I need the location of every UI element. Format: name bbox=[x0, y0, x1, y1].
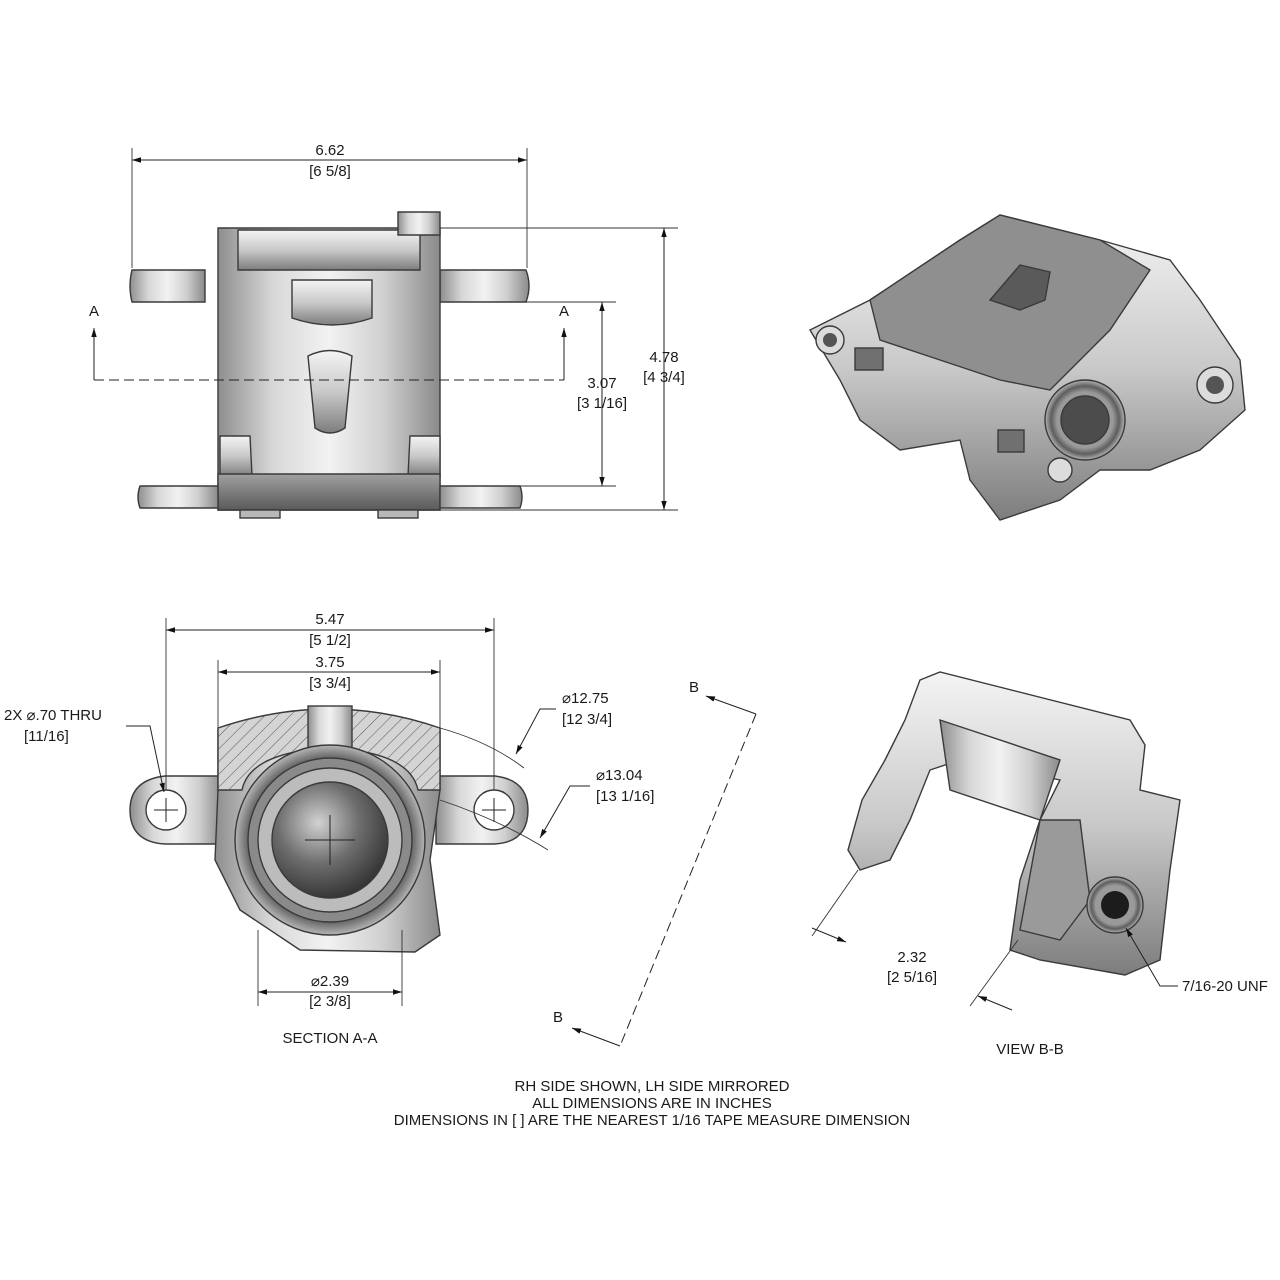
viewb-caption: VIEW B-B bbox=[996, 1041, 1064, 1058]
thread-callout: 7/16-20 UNF bbox=[1182, 978, 1268, 995]
iso-mount-hole-right-inner bbox=[1206, 376, 1224, 394]
lower-notch-left bbox=[219, 435, 253, 477]
iso-mount-hole-lower bbox=[1047, 457, 1073, 483]
bottom-tab-left bbox=[239, 509, 281, 519]
dia2-value: ⌀13.04 bbox=[596, 767, 643, 784]
view-b-mark-bottom: B bbox=[553, 1009, 563, 1026]
inner-span-value: 3.75 bbox=[315, 654, 344, 671]
top-flange-upper bbox=[129, 269, 206, 303]
general-notes: RH SIDE SHOWN, LH SIDE MIRRORED ALL DIME… bbox=[394, 1078, 911, 1129]
view-b-dashed bbox=[619, 713, 757, 1047]
isometric-view bbox=[809, 214, 1246, 521]
viewb-body bbox=[847, 671, 1181, 976]
slot-cutout bbox=[307, 349, 353, 434]
outer-span-fraction: [5 1/2] bbox=[309, 632, 351, 649]
inner-value: 3.07 bbox=[587, 375, 616, 392]
iso-slot bbox=[988, 264, 1051, 311]
section-port bbox=[307, 705, 353, 751]
inner-span-fraction: [3 3/4] bbox=[309, 675, 351, 692]
height-fraction: [4 3/4] bbox=[643, 369, 685, 386]
window-cutout bbox=[291, 279, 373, 326]
lower-notch-right bbox=[407, 435, 441, 477]
bottom-tab-right bbox=[377, 509, 419, 519]
hole-fraction: [11/16] bbox=[24, 728, 69, 745]
depth-fraction: [2 5/16] bbox=[887, 969, 937, 986]
depth-value: 2.32 bbox=[897, 949, 926, 966]
iso-bore-inner bbox=[1060, 395, 1110, 445]
view-b-b: 2.32 [2 5/16] 7/16-20 UNF VIEW B-B bbox=[811, 671, 1268, 1058]
section-mark-left: A bbox=[89, 303, 99, 320]
height-value: 4.78 bbox=[649, 349, 678, 366]
iso-pad-tab-right bbox=[997, 429, 1025, 453]
section-mark-right: A bbox=[559, 303, 569, 320]
bridge-tab bbox=[397, 211, 441, 236]
dia2-fraction: [13 1/16] bbox=[596, 788, 654, 805]
dia1-arc bbox=[439, 727, 525, 769]
piston-value: ⌀2.39 bbox=[311, 973, 349, 990]
dia1-leader bbox=[515, 708, 556, 755]
ext-depth-right bbox=[969, 939, 1019, 1007]
bottom-flange-left bbox=[137, 485, 219, 509]
thread-leader bbox=[1125, 927, 1178, 987]
width-value: 6.62 bbox=[315, 142, 344, 159]
ext-depth-left bbox=[811, 869, 859, 937]
width-fraction: [6 5/8] bbox=[309, 163, 351, 180]
section-a-a: 5.47 [5 1/2] 3.75 [3 3/4] 2X ⌀.70 THRU [… bbox=[4, 611, 654, 1047]
note-line-2: ALL DIMENSIONS ARE IN INCHES bbox=[532, 1095, 772, 1112]
dia1-fraction: [12 3/4] bbox=[562, 711, 612, 728]
iso-pad-tab-left bbox=[854, 347, 884, 371]
depth-left-arrow bbox=[811, 927, 847, 943]
iso-mount-hole-left-inner bbox=[823, 333, 837, 347]
view-b-top-leg bbox=[705, 695, 757, 715]
depth-right-arrow bbox=[977, 995, 1013, 1011]
view-b-bottom-leg bbox=[571, 1027, 621, 1047]
piston-fraction: [2 3/8] bbox=[309, 993, 351, 1010]
inner-fraction: [3 1/16] bbox=[577, 395, 627, 412]
hole-callout: 2X ⌀.70 THRU bbox=[4, 707, 102, 724]
viewb-side-boss bbox=[1019, 819, 1091, 941]
dia2-leader bbox=[539, 785, 590, 839]
view-line-b: B B bbox=[553, 679, 757, 1047]
bottom-band bbox=[217, 473, 441, 511]
section-caption: SECTION A-A bbox=[282, 1030, 377, 1047]
bottom-flange-right bbox=[439, 485, 523, 509]
cylinder-bore-top bbox=[237, 229, 421, 271]
hole-leader bbox=[126, 725, 165, 793]
note-line-1: RH SIDE SHOWN, LH SIDE MIRRORED bbox=[514, 1078, 789, 1095]
top-view: A A 6.62 [6 5/8] 4.78 [4 3/4] 3.07 [3 1/… bbox=[89, 142, 685, 519]
top-flange-upper-right bbox=[439, 269, 530, 303]
dia1-value: ⌀12.75 bbox=[562, 690, 609, 707]
dia2-arc bbox=[439, 799, 549, 851]
view-b-mark-top: B bbox=[689, 679, 699, 696]
bleeder-port-inner bbox=[1101, 891, 1129, 919]
outer-span-value: 5.47 bbox=[315, 611, 344, 628]
note-line-3: DIMENSIONS IN [ ] ARE THE NEAREST 1/16 T… bbox=[394, 1112, 911, 1129]
